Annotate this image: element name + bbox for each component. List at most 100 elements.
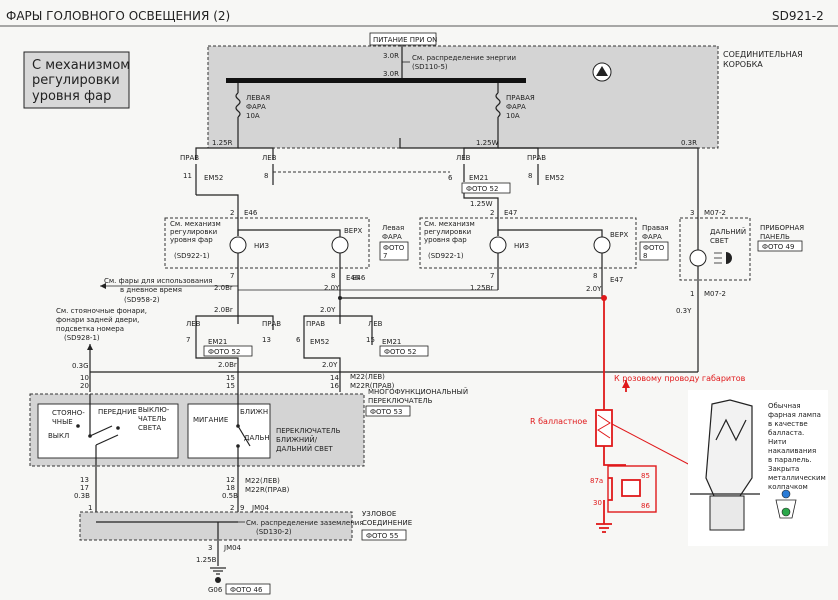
lamp-photo-dot-blue <box>781 489 791 499</box>
left-lamp-internal <box>237 229 341 237</box>
right-fuse-label1: ПРАВАЯ <box>506 94 535 102</box>
mid-left-name: EM21 <box>208 338 227 346</box>
power-ref1: См. распределение энергии <box>412 54 516 62</box>
wire-05b: 0.5B <box>222 492 238 500</box>
relay-box <box>607 465 657 513</box>
panel-label1: ДАЛЬНИЙ <box>710 227 746 236</box>
em52-name: EM52 <box>204 174 223 182</box>
wire-20y-c: 2.0Y <box>586 285 602 293</box>
ground-name: G06 <box>208 586 223 594</box>
mid-left-to-switch <box>195 352 239 392</box>
sw-blade-2 <box>95 434 119 446</box>
wire-20br: 2.0Br <box>214 284 233 292</box>
sw-pin-14: 14 <box>330 374 339 382</box>
power-bus-bar <box>226 78 526 83</box>
wire-20br-c: 2.0Br <box>218 361 237 369</box>
multi-label2: ПЕРЕКЛЮЧАТЕЛЬ <box>368 397 433 405</box>
wire-03r: 0.3R <box>681 139 697 147</box>
power-wire2: 3.0R <box>383 70 399 78</box>
em52-pin-a: 11 <box>183 172 192 180</box>
gj-pin-3: 3 <box>208 544 212 552</box>
sw-pin-16: 16 <box>330 382 339 390</box>
panel-photo: ФОТО 49 <box>762 243 794 251</box>
note-line2: регулировки <box>32 73 120 88</box>
lamp-note6: накаливания <box>768 447 816 455</box>
gj-conn-b: JM04 <box>223 544 242 552</box>
lamp-note3: в качестве <box>768 420 808 428</box>
note-line1: С механизмом <box>32 58 130 73</box>
relay-contact <box>608 477 613 501</box>
mid-left-r: ПРАВ <box>262 320 281 328</box>
sw-pin-18: 18 <box>226 484 235 492</box>
sw-park2: ЧНЫЕ <box>52 418 73 426</box>
em52-pin-b: 8 <box>264 172 268 180</box>
em21-photo: ФОТО 52 <box>466 185 498 193</box>
left-lamp-low-bulb <box>229 236 247 254</box>
multi-photo: ФОТО 53 <box>370 408 402 416</box>
wire-125w-b: 1.25W <box>470 200 493 208</box>
wire-03y: 0.3Y <box>676 307 692 315</box>
left-fuse-label1: ЛЕВАЯ <box>246 94 270 102</box>
multi-label1: МНОГОФУНКЦИОНАЛЬНЫЙ <box>368 387 468 396</box>
lamp-photo-filament <box>715 418 747 442</box>
lamp-note7: в паралель. <box>768 456 812 464</box>
sw-far: ДАЛЬН <box>244 434 270 442</box>
em21-name2: EM52 <box>545 174 564 182</box>
mid-right-l: ПРАВ <box>306 320 325 328</box>
gj-photo-box <box>361 529 407 541</box>
relay-pin-87a: 87a <box>590 477 603 485</box>
right-lamp-conn: E47 <box>504 209 517 217</box>
wire-125w: 1.25W <box>476 139 499 147</box>
ground-photo-box <box>225 583 271 595</box>
sw-pin-13: 13 <box>80 476 89 484</box>
note-line3: уровня фар <box>32 89 111 104</box>
gj-pin-2: 2 <box>230 504 234 512</box>
sw-pin-12: 12 <box>226 476 235 484</box>
right-fuse-element <box>495 92 501 118</box>
junction-box-fill <box>208 46 718 148</box>
page-code: SD921-2 <box>772 9 824 23</box>
wire-m22r-b: M22R(ПРАВ) <box>245 486 290 494</box>
left-lamp-high-label: ВЕРХ <box>344 227 362 235</box>
note-box <box>23 51 130 109</box>
wire-125b: 1.25B <box>196 556 217 564</box>
left-lamp-side1: Левая <box>382 224 404 232</box>
right-lamp-conn-b: E47 <box>610 276 623 284</box>
panel-bulb <box>689 249 707 267</box>
right-lamp-box <box>419 217 637 269</box>
mid-left-split2 <box>238 315 274 330</box>
sw-label3: СВЕТА <box>138 424 161 432</box>
em21-to-e47 <box>463 193 499 208</box>
red-pink-arrow <box>622 380 630 388</box>
left-lamp-pin-r: 8 <box>331 272 335 280</box>
mid-right-split2 <box>340 315 373 330</box>
relay-pin-30: 30 <box>593 499 602 507</box>
em21-pin-a: 6 <box>448 174 453 182</box>
dim-blade <box>237 425 251 447</box>
mid-left-photo-box <box>203 345 253 357</box>
sw-pin-20: 20 <box>80 382 89 390</box>
panel-side1: ПРИБОРНАЯ <box>760 224 804 232</box>
mid-left-pin-b: 13 <box>262 336 271 344</box>
sw-label1: ВЫКЛЮ- <box>138 406 170 414</box>
left-lamp-conn-b: E46 <box>346 274 360 282</box>
e46-mid: E46 <box>352 274 366 282</box>
left-lamp-photo: ФОТО <box>383 244 405 252</box>
em21-name: EM21 <box>469 174 488 182</box>
ballast-label: R балластное <box>530 417 587 426</box>
gj-ref1: См. распределение заземления <box>246 519 364 527</box>
ballast-resistor-zigzag <box>597 414 611 439</box>
wire-left-b <box>238 147 274 160</box>
sel-label3: ДАЛЬНИЙ СВЕТ <box>276 444 333 453</box>
wire-m22r: M22R(ПРАВ) <box>350 382 395 390</box>
junction-box-label2: КОРОБКА <box>723 60 763 69</box>
mid-left-split <box>195 315 238 330</box>
red-tap-node <box>601 295 607 301</box>
gj-label1: УЗЛОВОЕ <box>362 510 396 518</box>
left-fuse-label2: ФАРА <box>246 103 266 111</box>
right-lamp-side1: Правая <box>642 224 669 232</box>
ground-icon <box>215 577 221 583</box>
mid-left-photo: ФОТО 52 <box>208 348 240 356</box>
sw-contact-c <box>116 426 120 430</box>
sw-pin-17: 17 <box>80 484 89 492</box>
